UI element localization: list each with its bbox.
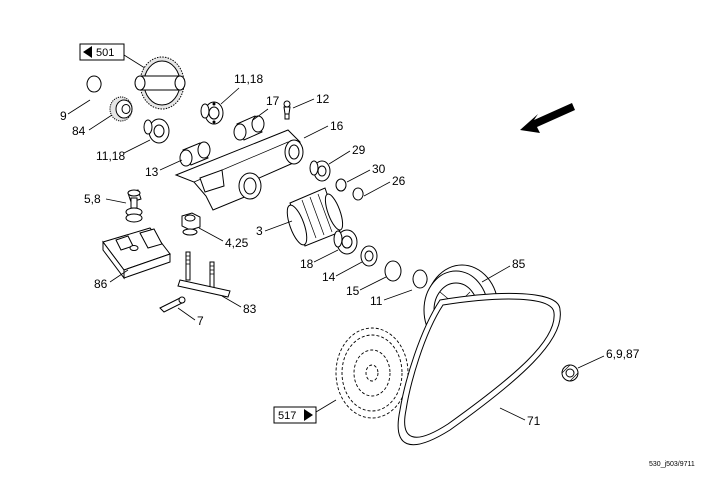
label-86: 86 [94, 277, 108, 291]
label-13: 13 [145, 165, 159, 179]
label-12: 12 [316, 92, 330, 106]
label-26: 26 [392, 174, 406, 188]
washer-14 [360, 245, 378, 267]
label-5-8: 5,8 [84, 192, 101, 206]
drawing-code: 530_j503/9711 [649, 461, 695, 468]
bolt-5-8 [125, 189, 143, 223]
triangle-left-icon [83, 46, 92, 58]
label-16: 16 [330, 119, 344, 133]
label-14: 14 [322, 270, 336, 284]
belt-71 [397, 292, 561, 446]
ref-501-label: 501 [96, 47, 114, 59]
cotter-pin-7 [159, 296, 186, 313]
label-15: 15 [346, 284, 360, 298]
bushing-17 [233, 115, 265, 141]
triangle-right-icon [304, 409, 313, 421]
shaft-3 [286, 187, 344, 247]
label-9: 9 [60, 109, 67, 123]
drive-gear [134, 56, 186, 110]
dashed-wheel [335, 327, 409, 419]
bearing-lower-left [143, 118, 170, 144]
label-4-25: 4,25 [225, 236, 249, 250]
spring-clip-6-9-87 [561, 364, 579, 382]
mount-plate-86 [102, 227, 171, 280]
arrow-icon [520, 103, 575, 133]
label-11: 11 [370, 294, 383, 308]
grease-nipple-12 [283, 100, 291, 120]
label-3: 3 [256, 224, 263, 238]
bearing-29 [309, 160, 331, 182]
washer-30 [335, 178, 347, 192]
label-6-9-87: 6,9,87 [606, 347, 640, 361]
label-71: 71 [527, 414, 541, 428]
reference-box-501[interactable]: 501 [79, 43, 125, 61]
circlip-9 [86, 75, 102, 93]
label-7: 7 [197, 314, 204, 328]
small-gear-84 [109, 96, 133, 122]
washer-15 [384, 260, 402, 282]
label-84: 84 [72, 124, 86, 138]
label-18: 18 [300, 257, 314, 271]
circlip-11 [412, 269, 428, 289]
label-83: 83 [243, 302, 257, 316]
label-85: 85 [512, 257, 526, 271]
label-17: 17 [266, 94, 280, 108]
pin-83 [177, 251, 231, 298]
label-11-18-bottom: 11,18 [96, 149, 125, 163]
ref-517-label: 517 [278, 410, 296, 422]
housing-16 [174, 129, 304, 211]
label-11-18-top: 11,18 [234, 72, 263, 86]
nut-4-25 [181, 212, 201, 236]
label-29: 29 [352, 143, 366, 157]
bearing-upper [200, 101, 224, 125]
bushing-13 [179, 141, 211, 167]
circlip-26 [352, 187, 364, 201]
reference-box-517[interactable]: 517 [273, 406, 317, 424]
bearing-18 [333, 229, 358, 255]
label-30: 30 [372, 162, 386, 176]
